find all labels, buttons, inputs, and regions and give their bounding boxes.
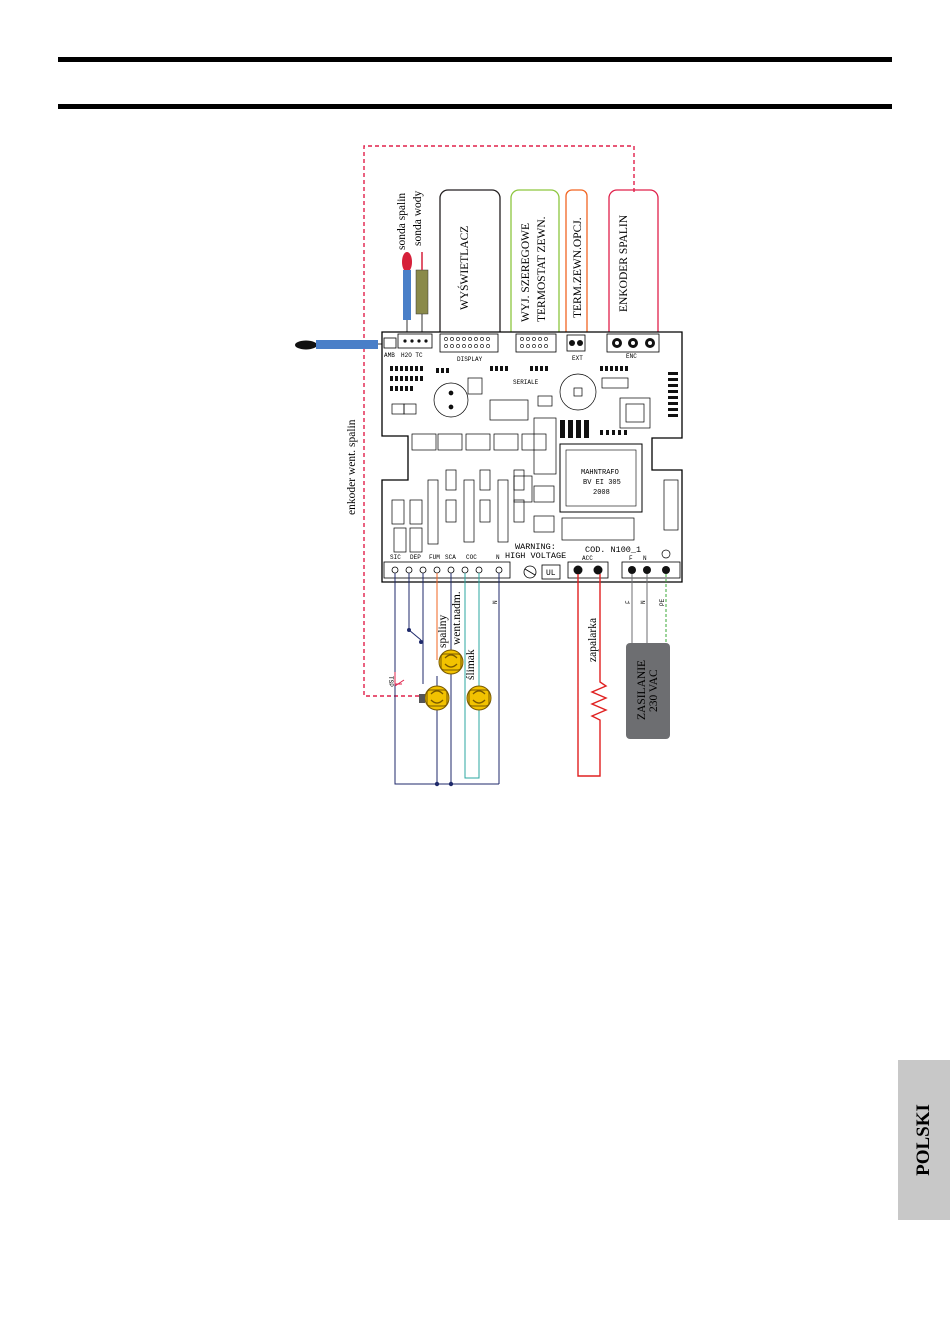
terminal-label-fum: FUM <box>429 554 440 561</box>
water-probe-body <box>415 269 429 315</box>
encoder-probe-body <box>316 340 378 349</box>
flue-fan-label: spaliny <box>437 615 449 648</box>
extra-fan-label: went.nadm. <box>451 591 463 645</box>
warning-line-1: WARNING: <box>515 542 556 552</box>
encoder-header <box>606 333 660 353</box>
flue-probe-body <box>403 270 411 320</box>
transformer: MAHNTRAFO BV EI 305 2008 <box>559 443 643 513</box>
terminal-block <box>383 561 511 579</box>
terminal-label-sca: SCA <box>445 554 456 561</box>
safety-thermostat-label: TSP <box>387 676 394 687</box>
header-h2o-tc: H2O TC <box>401 352 423 359</box>
neutral-wire-label: N <box>492 600 499 604</box>
power-terminal-n: N <box>643 555 647 562</box>
encoder-probe-tip <box>295 340 317 350</box>
power-terminal <box>621 561 681 579</box>
ext-thermostat-label: TERM.ZEWN.OPCJ. <box>572 217 584 318</box>
display-box-label: WYŚWIETLACZ <box>457 226 471 310</box>
serial-box-label-1: WYJ. SZEREGOWE <box>520 223 532 322</box>
header-ext: EXT <box>572 355 583 362</box>
ul-mark: UL <box>546 569 556 578</box>
language-tab-label: POLSKI <box>913 1104 934 1176</box>
power-supply-label-1: ZASILANIE <box>636 660 648 720</box>
header-seriale: SERIALE <box>513 379 539 386</box>
igniter-label: zapalarka <box>587 618 599 662</box>
terminal-label-coc: COC <box>466 554 477 561</box>
header-display: DISPLAY <box>457 356 483 363</box>
probe-header <box>383 333 433 349</box>
ground-mark <box>661 549 671 559</box>
transformer-label-1: MAHNTRAFO <box>581 469 619 477</box>
language-tab: POLSKI <box>898 1060 950 1220</box>
board-code: COD. N100_1 <box>585 545 641 555</box>
ignition-terminal-label: ACC <box>582 555 593 562</box>
ignition-terminal <box>567 561 609 579</box>
top-rule <box>58 57 892 62</box>
power-wire-f-label: F <box>625 600 632 604</box>
auger-label: ślimak <box>465 649 477 680</box>
serial-header <box>515 333 557 353</box>
power-wires <box>631 574 667 644</box>
terminal-label-sic: SIC <box>390 554 401 561</box>
display-header <box>439 333 499 353</box>
igniter-wire <box>577 574 608 777</box>
encoder-box-label: ENKODER SPALIN <box>618 214 630 312</box>
power-supply-box <box>626 643 670 739</box>
pcb-outline <box>381 331 683 583</box>
serial-box-label-2: TERMOSTAT ZEWN. <box>536 216 548 322</box>
warning-line-2: HIGH VOLTAGE <box>505 551 566 561</box>
flue-fan-motor-icon <box>438 649 464 675</box>
flue-probe-tip <box>402 252 412 272</box>
power-wire-n-label: N <box>640 600 647 604</box>
encoder-dashed-wire <box>363 145 635 697</box>
fan-encoder-label: enkoder went. spalin <box>346 419 358 515</box>
terminal-label-n: N <box>496 554 500 561</box>
header-amb: AMB <box>384 352 395 359</box>
water-probe-label: sonda wody <box>412 190 424 246</box>
ext-header <box>566 334 586 352</box>
safety-thermostat-switch <box>394 679 405 687</box>
extra-fan-motor-icon <box>419 685 450 711</box>
pe-ground-symbol <box>523 565 537 579</box>
terminal-label-dep: DEP <box>410 554 421 561</box>
transformer-label-2: BV EI 305 <box>583 479 621 487</box>
power-terminal-f: F <box>629 555 633 562</box>
auger-motor-icon <box>466 685 492 711</box>
load-wires <box>394 573 500 787</box>
transformer-label-3: 2008 <box>593 489 610 497</box>
ul-mark-box <box>541 564 561 580</box>
power-supply-label-2: 230 VAC <box>648 669 660 712</box>
header-enc: ENC <box>626 353 637 360</box>
flue-probe-label: sonda spalin <box>396 193 408 250</box>
power-wire-pe-label: PE <box>659 598 666 606</box>
pcb-components <box>390 366 679 553</box>
second-rule <box>58 104 892 109</box>
